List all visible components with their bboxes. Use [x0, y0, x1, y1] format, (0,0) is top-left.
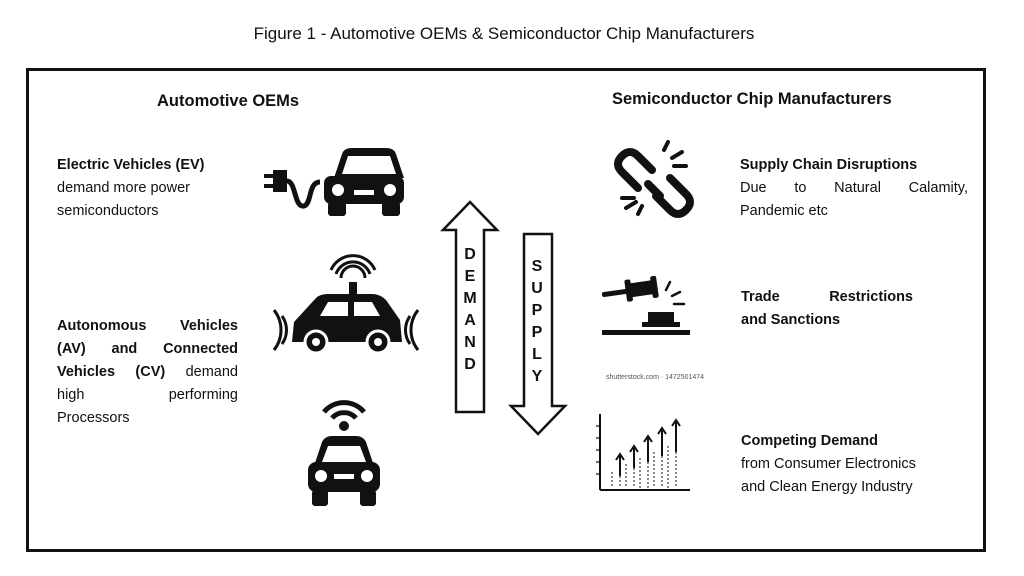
- shutterstock-watermark: shutterstock.com · 1472501474: [606, 374, 705, 381]
- av-text-block: Autonomous Vehicles (AV) and Connected V…: [57, 315, 238, 430]
- supply-chain-line2: Due to Natural Calamity,: [740, 180, 968, 196]
- av-line3: Vehicles (CV) demand: [57, 361, 238, 384]
- av-line4a: high: [57, 387, 85, 403]
- connected-car-side-icon: [272, 254, 420, 355]
- av-line2: (AV) and Connected: [57, 341, 238, 357]
- ev-text-block: Electric Vehicles (EV) demand more power…: [57, 154, 229, 223]
- demand-letter: A: [464, 312, 476, 329]
- av-line4: high performing: [57, 384, 238, 407]
- chip-manufacturers-heading: Semiconductor Chip Manufacturers: [612, 90, 892, 108]
- supply-chain-text-block: Supply Chain Disruptions Due to Natural …: [740, 154, 968, 223]
- ev-line3: semiconductors: [57, 203, 159, 219]
- demand-label: D E M A N D: [461, 244, 479, 376]
- supply-chain-line3: Pandemic etc: [740, 203, 828, 219]
- automotive-oems-heading: Automotive OEMs: [157, 92, 300, 110]
- figure-title: Figure 1 - Automotive OEMs & Semiconduct…: [253, 24, 755, 43]
- supply-letter: L: [532, 346, 542, 363]
- trade-line2: and Sanctions: [741, 312, 841, 328]
- supply-letter: U: [531, 280, 543, 297]
- ev-car-plug-icon: [264, 148, 404, 216]
- supply-arrow-down: [508, 232, 568, 436]
- broken-chain-icon: [614, 140, 694, 218]
- av-line5: Processors: [57, 410, 130, 426]
- demand-letter: D: [464, 356, 476, 373]
- competing-line3: and Clean Energy Industry: [741, 479, 913, 495]
- connected-car-front-icon: [308, 400, 380, 506]
- demand-letter: E: [464, 268, 476, 285]
- rising-bars-chart-icon: [596, 414, 690, 491]
- competing-line2: from Consumer Electronics: [741, 456, 916, 472]
- supply-chain-title: Supply Chain Disruptions: [740, 157, 918, 173]
- av-line1: Autonomous Vehicles: [57, 318, 238, 334]
- competing-text-block: Competing Demand from Consumer Electroni…: [741, 430, 969, 499]
- demand-letter: N: [464, 334, 476, 351]
- supply-label: S U P P L Y: [527, 256, 547, 388]
- demand-arrow-up: [440, 200, 500, 414]
- trade-line1: Trade Restrictions: [741, 289, 913, 305]
- supply-letter: P: [531, 302, 543, 319]
- supply-letter: Y: [531, 368, 543, 385]
- supply-letter: S: [531, 258, 543, 275]
- ev-title: Electric Vehicles (EV): [57, 157, 205, 173]
- av-line4b: performing: [168, 387, 238, 403]
- ev-line2: demand more power: [57, 180, 190, 196]
- demand-letter: D: [464, 246, 476, 263]
- diagram-frame: [26, 68, 986, 552]
- trade-text-block: Trade Restrictions and Sanctions: [741, 286, 913, 332]
- supply-letter: P: [531, 324, 543, 341]
- gavel-icon: [601, 275, 690, 335]
- av-line3-bold: Vehicles (CV): [57, 364, 166, 380]
- competing-title: Competing Demand: [741, 433, 878, 449]
- av-line3-rest: demand: [165, 364, 238, 380]
- demand-letter: M: [463, 290, 477, 307]
